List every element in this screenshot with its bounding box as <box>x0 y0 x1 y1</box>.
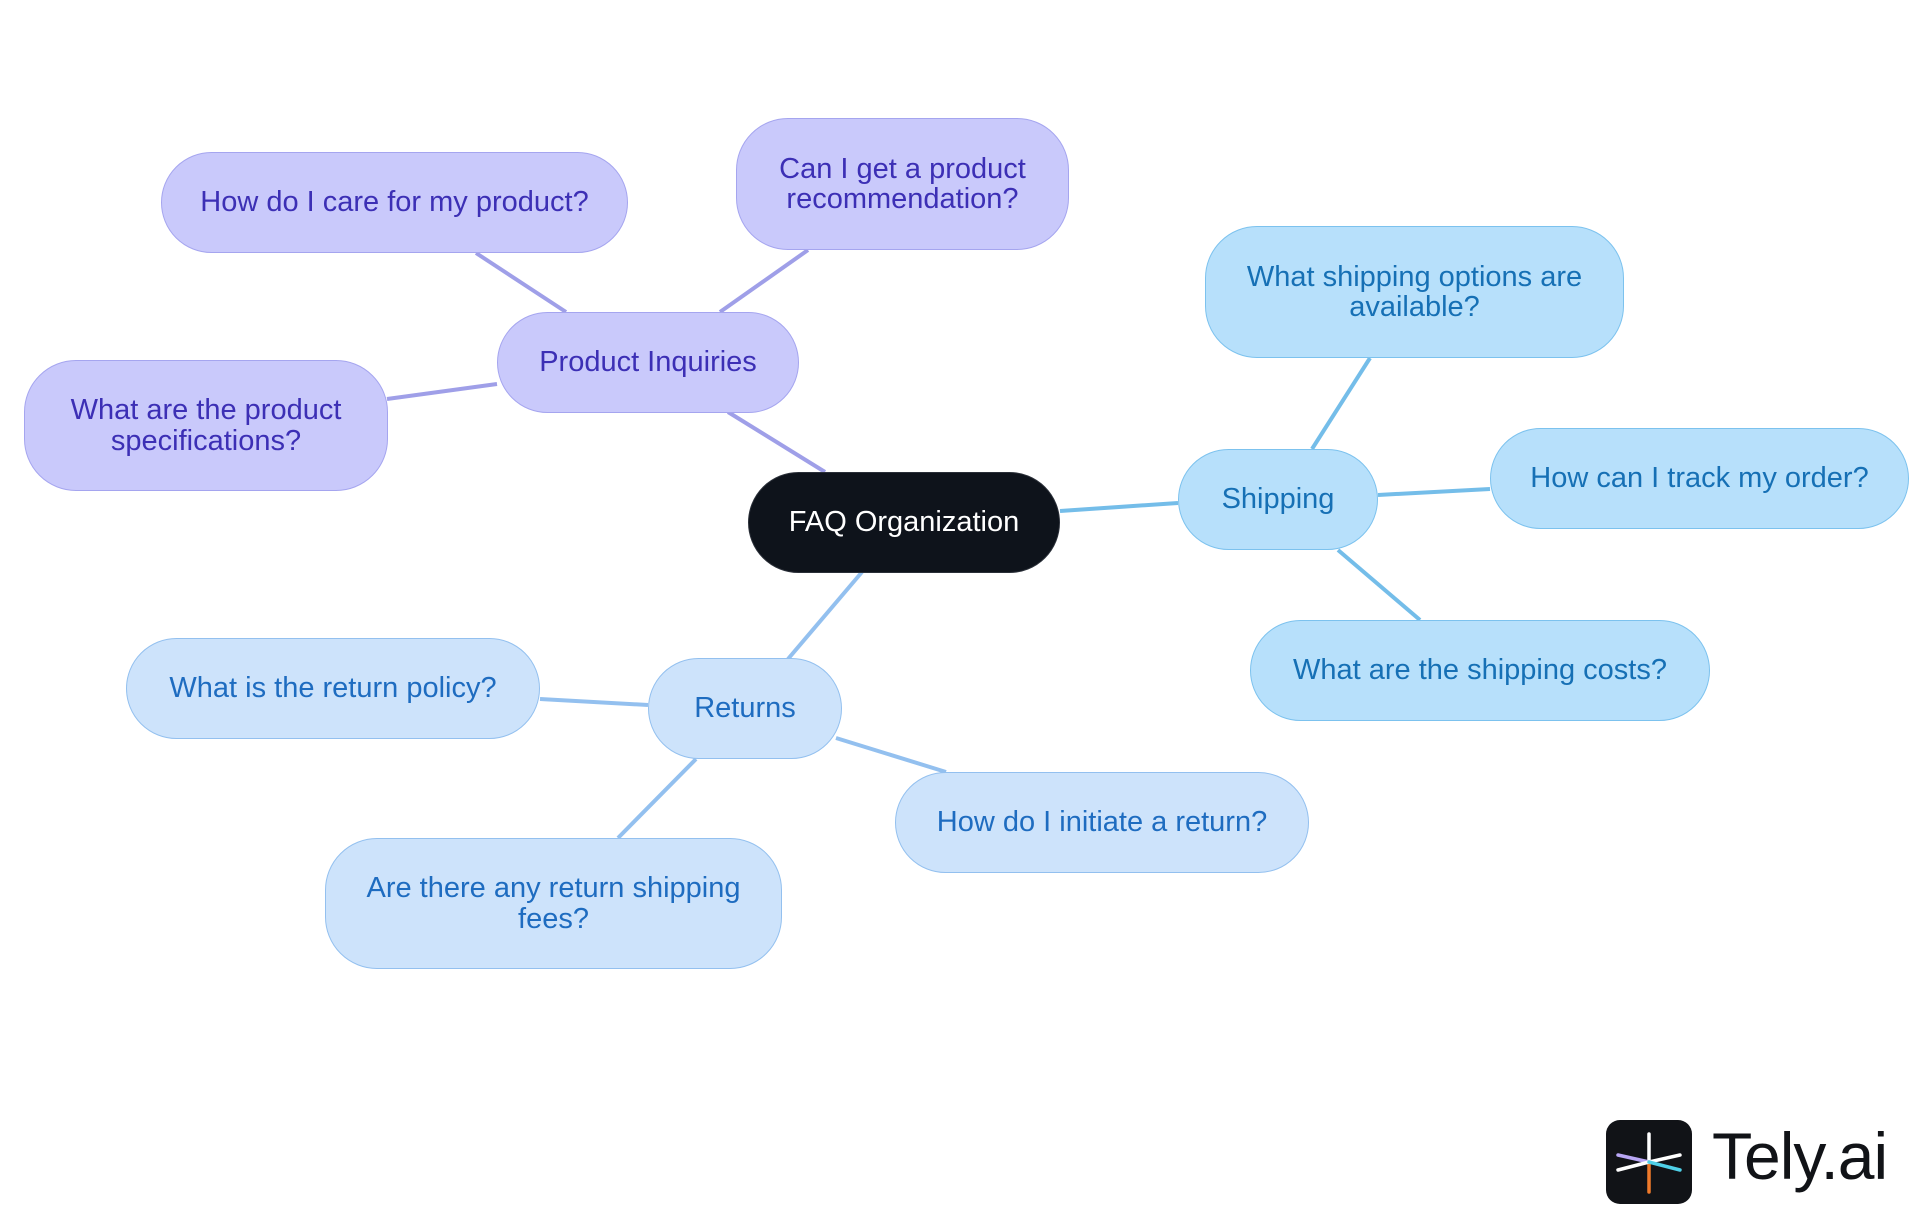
edge-product-recommendation <box>718 248 810 314</box>
leaf-label: Can I get a product recommendation? <box>779 152 1026 215</box>
leaf-label: What is the return policy? <box>169 672 497 705</box>
leaf-node-product-specifications[interactable]: What are the product specifications? <box>24 360 388 491</box>
leaf-node-track-order[interactable]: How can I track my order? <box>1490 428 1909 529</box>
edge-returns-fees <box>616 757 698 840</box>
leaf-label: How can I track my order? <box>1530 462 1869 495</box>
edge-shipping-options <box>1310 356 1372 451</box>
leaf-node-product-recommendation[interactable]: Can I get a product recommendation? <box>736 118 1069 250</box>
leaf-label: How do I initiate a return? <box>936 806 1268 839</box>
leaf-node-shipping-costs[interactable]: What are the shipping costs? <box>1250 620 1710 721</box>
edge-root-shipping <box>1059 501 1179 513</box>
edge-product-care <box>474 251 568 314</box>
leaf-node-return-fees[interactable]: Are there any return shipping fees? <box>325 838 782 969</box>
edge-root-returns <box>786 570 864 661</box>
leaf-node-product-care[interactable]: How do I care for my product? <box>161 152 628 253</box>
branch-node-returns[interactable]: Returns <box>648 658 842 759</box>
branch-node-product-inquiries[interactable]: Product Inquiries <box>497 312 799 413</box>
edge-product-specifications <box>386 382 498 401</box>
branch-node-shipping[interactable]: Shipping <box>1178 449 1378 550</box>
leaf-label: What are the product specifications? <box>70 394 342 457</box>
branch-label: Returns <box>694 692 796 725</box>
tely-logo-icon <box>1606 1120 1692 1204</box>
logo-wordmark: Tely.ai <box>1712 1119 1888 1193</box>
branch-label: Shipping <box>1221 483 1335 516</box>
leaf-label: What are the shipping costs? <box>1293 654 1667 687</box>
root-node[interactable]: FAQ Organization <box>748 472 1060 573</box>
leaf-node-initiate-return[interactable]: How do I initiate a return? <box>895 772 1309 873</box>
leaf-node-shipping-options[interactable]: What shipping options are available? <box>1205 226 1624 358</box>
leaf-label: What shipping options are available? <box>1246 260 1583 323</box>
edge-shipping-costs <box>1336 548 1422 622</box>
root-label: FAQ Organization <box>788 506 1020 539</box>
edge-root-product <box>726 410 827 474</box>
edge-shipping-track <box>1377 487 1491 497</box>
leaf-node-return-policy[interactable]: What is the return policy? <box>126 638 540 739</box>
edge-returns-policy <box>539 697 649 707</box>
leaf-label: Are there any return shipping fees? <box>366 872 741 935</box>
edge-returns-initiate <box>835 736 947 774</box>
branch-label: Product Inquiries <box>539 346 757 379</box>
leaf-label: How do I care for my product? <box>200 186 589 219</box>
